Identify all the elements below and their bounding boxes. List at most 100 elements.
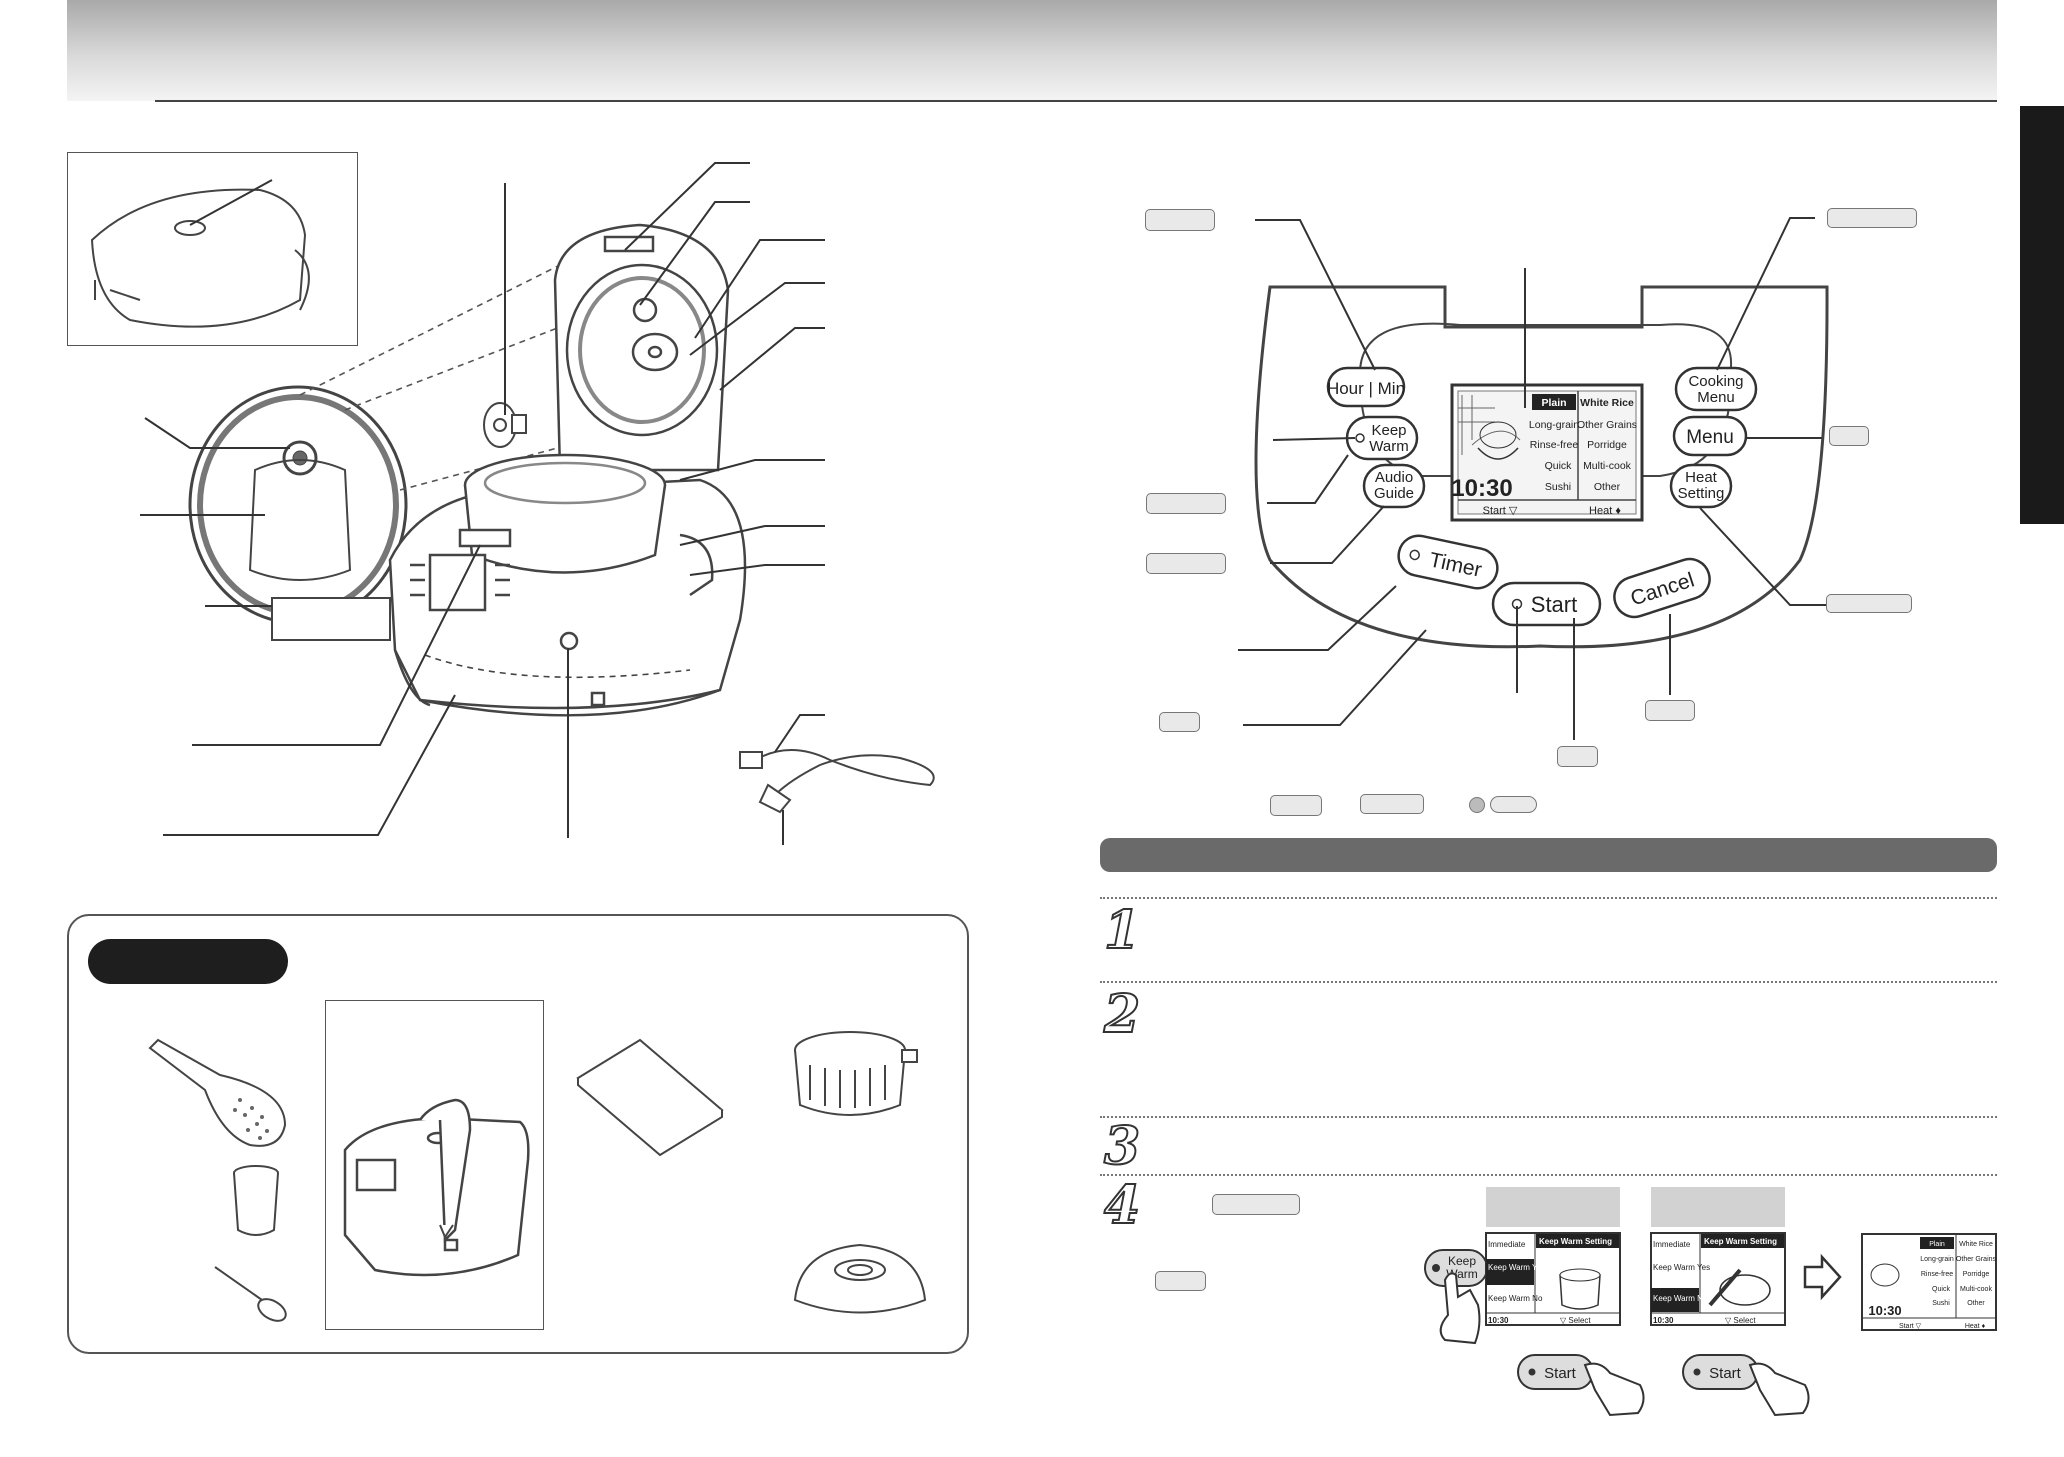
heat-setting-label-2: Setting [1678, 485, 1725, 502]
screen-b-time: 10:30 [1653, 1316, 1674, 1325]
step-divider [1100, 897, 1997, 899]
arrow-right-icon [1803, 1253, 1842, 1301]
heat-setting-label-1: Heat [1685, 469, 1718, 486]
label-placeholder-hour-min [1145, 209, 1215, 231]
section-header-band [1100, 838, 1997, 872]
screen-c [1861, 1233, 1997, 1331]
screen-a-header: Keep Warm Setting [1539, 1237, 1612, 1246]
step4-start-label-a: Start [1544, 1365, 1577, 1382]
heat-setting-button[interactable]: Heat Setting [1669, 463, 1733, 509]
lcd-right-item: Other [1594, 481, 1621, 493]
header-rule [155, 100, 1997, 102]
screen-a-heading-band [1486, 1187, 1620, 1227]
step-divider [1100, 1116, 1997, 1118]
hour-min-label: Hour | Min [1327, 379, 1405, 398]
screen-a-menu-item: Keep Warm Yes [1488, 1263, 1545, 1272]
step4-start-button-b[interactable]: Start [1682, 1354, 1759, 1390]
cooking-menu-label-1: Cooking [1688, 373, 1743, 390]
control-panel-diagram: Plain Long-grain Rinse-free Quick Sushi … [1238, 217, 1829, 740]
step4-placeholder-2 [1155, 1271, 1206, 1291]
screen-a-menu-item: Keep Warm No [1488, 1294, 1543, 1303]
cooking-menu-label-2: Menu [1697, 389, 1735, 406]
lcd-display [1450, 383, 1644, 522]
screen-b-menu-item: Immediate [1653, 1240, 1691, 1249]
label-placeholder-menu [1829, 426, 1869, 446]
keep-warm-lamp-icon [1355, 433, 1365, 443]
label-placeholder-audio-guide [1146, 553, 1226, 574]
label-placeholder-cancel [1645, 700, 1695, 721]
keep-warm-label-2: Warm [1369, 438, 1408, 455]
lcd-left-item: Rinse-free [1530, 439, 1579, 451]
lcd-right-item: Multi-cook [1583, 460, 1632, 472]
soup-ladle-illustration [214, 1266, 287, 1322]
start-label: Start [1531, 592, 1577, 617]
screen-c-left-item: Sushi [1932, 1300, 1950, 1307]
hand-press-icon [1583, 1362, 1645, 1417]
screen-c-right-item: Other [1967, 1300, 1985, 1307]
legend-placeholder-3 [1490, 796, 1537, 813]
screen-b-header: Keep Warm Setting [1704, 1237, 1777, 1246]
hand-press-icon [1439, 1272, 1481, 1345]
screen-c-time: 10:30 [1868, 1303, 1901, 1318]
screen-c-heat-hint: Heat ♦ [1965, 1323, 1986, 1330]
label-placeholder-heat-setting [1826, 594, 1912, 613]
step-number-4: 4 [1103, 1175, 1141, 1236]
accessories-illustrations [148, 1031, 927, 1322]
keep-warm-lamp-icon [1432, 1264, 1440, 1272]
hour-min-button[interactable]: Hour | Min [1326, 366, 1406, 408]
lcd-time: 10:30 [1451, 475, 1512, 502]
lid-tab [271, 597, 391, 641]
lcd-right-item: Other Grains [1577, 419, 1637, 431]
lid-inset-box [67, 152, 358, 346]
steam-cap-illustration [483, 402, 527, 448]
step-divider [1100, 981, 1997, 983]
step-number-1: 1 [1103, 900, 1141, 961]
legend-placeholder-2 [1360, 794, 1424, 814]
accessories-heading-pill [88, 939, 288, 984]
label-placeholder-cooking-menu [1827, 208, 1917, 228]
screen-a [1485, 1232, 1621, 1326]
legend-placeholder-1 [1270, 795, 1322, 816]
lcd-start-hint: Start ▽ [1483, 505, 1518, 517]
screen-c-right-item: Multi-cook [1960, 1286, 1992, 1293]
step4-keep-warm-label-1: Keep [1448, 1254, 1476, 1268]
screen-c-left-item: Rinse-free [1921, 1271, 1953, 1278]
screen-c-left-item: Quick [1932, 1286, 1950, 1293]
step4-placeholder-1 [1212, 1194, 1300, 1215]
screen-a-menu-item: Immediate [1488, 1240, 1526, 1249]
screen-c-start-hint: Start ▽ [1899, 1323, 1922, 1330]
cancel-button[interactable]: Cancel [1609, 554, 1715, 622]
screen-a-time: 10:30 [1488, 1316, 1509, 1325]
menu-button[interactable]: Menu [1672, 415, 1748, 457]
screen-c-right-item: Other Grains [1956, 1256, 1997, 1263]
timer-button[interactable]: Timer [1395, 532, 1501, 592]
step-number-2: 2 [1103, 984, 1141, 1045]
hand-press-icon [1748, 1362, 1810, 1417]
audio-guide-label-1: Audio [1375, 469, 1413, 486]
measuring-cup-illustration [233, 1165, 279, 1236]
screen-c-right-item: White Rice [1959, 1241, 1993, 1248]
screen-b-menu-item: Keep Warm No [1653, 1294, 1708, 1303]
keep-warm-button[interactable]: Keep Warm [1345, 415, 1419, 461]
screen-b-select: ▽ Select [1725, 1316, 1756, 1325]
rice-spatula-illustration [148, 1038, 287, 1147]
step-divider [1100, 1174, 1997, 1176]
cooking-menu-button[interactable]: Cooking Menu [1674, 366, 1758, 412]
step4-start-button-a[interactable]: Start [1517, 1354, 1594, 1390]
screen-c-right-item: Porridge [1963, 1271, 1990, 1278]
steam-basket-illustration [794, 1031, 918, 1116]
parts-diagram [90, 162, 935, 845]
manual-illustration [576, 1038, 724, 1157]
keep-warm-label-1: Keep [1371, 422, 1406, 439]
label-placeholder-keep-warm [1146, 493, 1226, 514]
screen-c-left-item: Long-grain [1920, 1256, 1954, 1263]
step4-start-label-b: Start [1709, 1365, 1742, 1382]
audio-guide-button[interactable]: Audio Guide [1362, 463, 1426, 509]
start-button[interactable]: Start [1491, 581, 1602, 627]
lcd-left-item: Sushi [1545, 481, 1571, 493]
lcd-left-item: Plain [1541, 397, 1566, 409]
label-placeholder-start [1557, 746, 1598, 767]
lcd-left-item: Long-grain [1529, 419, 1579, 431]
lcd-heat-hint: Heat ♦ [1589, 505, 1621, 517]
screen-b [1650, 1232, 1786, 1326]
